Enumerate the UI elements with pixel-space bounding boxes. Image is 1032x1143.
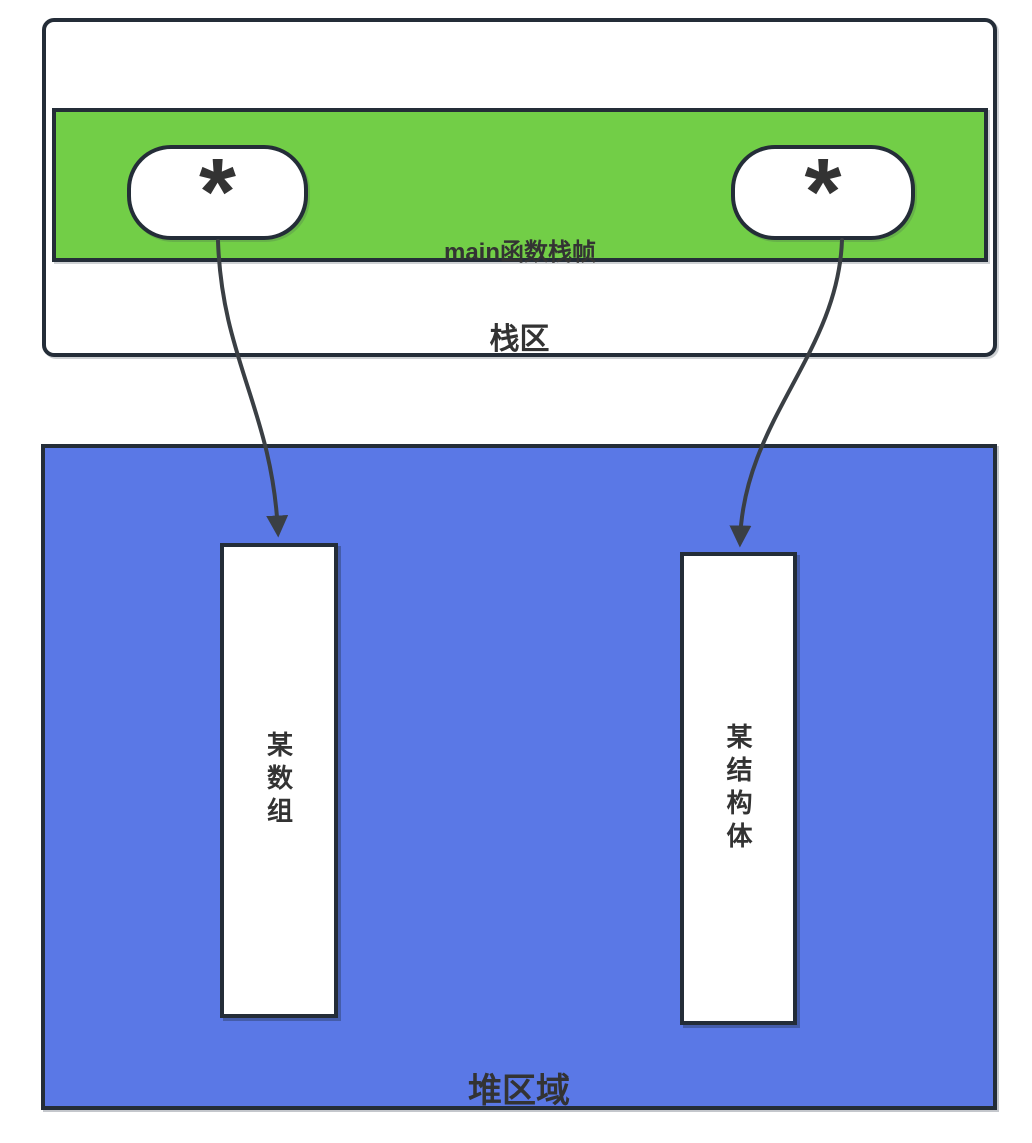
heap-struct-box: 某结构体	[680, 552, 797, 1025]
stack-region-box: * * main函数栈帧 栈区	[42, 18, 997, 357]
heap-struct-label: 某结构体	[723, 722, 753, 855]
heap-region-label: 堆区域	[468, 1072, 570, 1110]
main-frame-box: * * main函数栈帧	[52, 108, 988, 266]
pointer-asterisk-left: *	[199, 139, 236, 245]
heap-array-box: 某数组	[220, 543, 338, 1018]
pointer-pill-right: *	[731, 145, 915, 240]
pointer-asterisk-right: *	[804, 139, 842, 245]
main-frame-label: main函数栈帧	[443, 239, 596, 266]
pointer-pill-left: *	[127, 145, 308, 240]
heap-region-box: 某数组 某结构体 堆区域	[41, 444, 997, 1110]
stack-region-label: 栈区	[489, 323, 550, 356]
heap-array-label: 某数组	[263, 731, 294, 830]
